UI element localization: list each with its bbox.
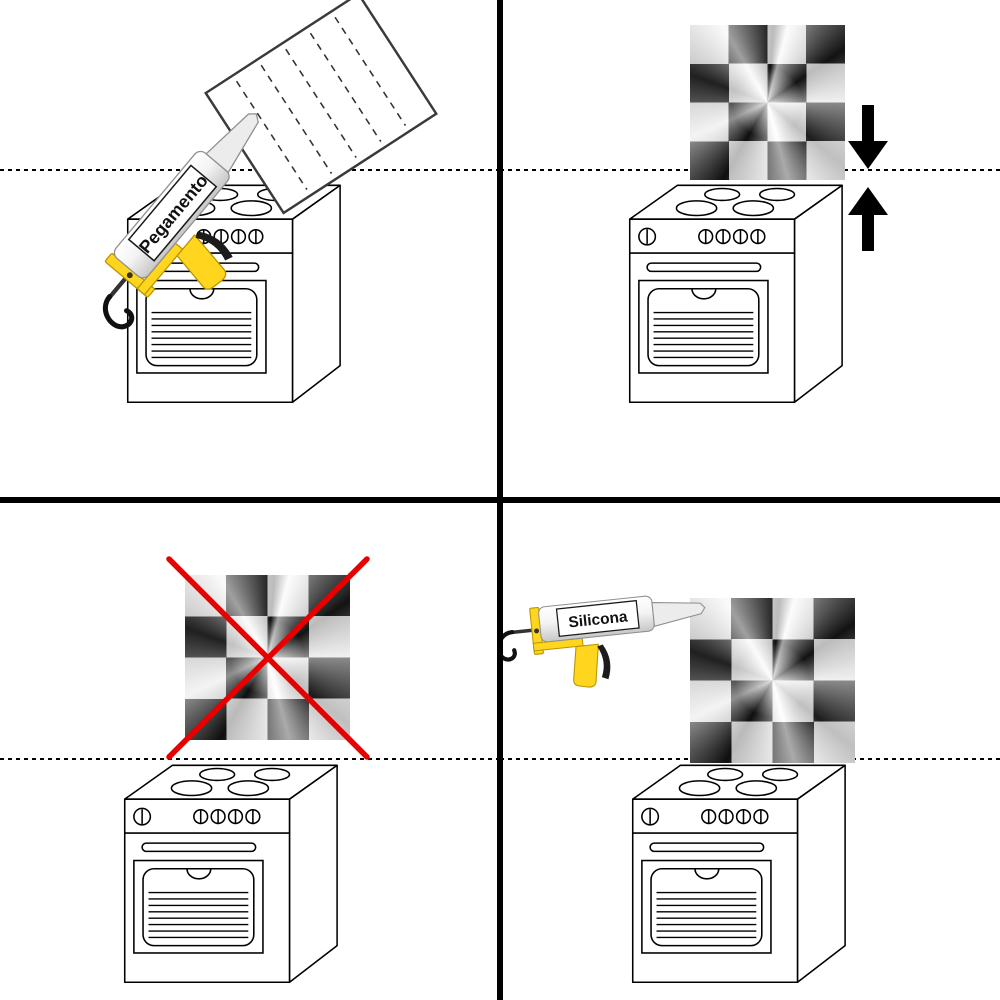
press-arrows: [848, 105, 888, 251]
step-3-prohibition: [0, 500, 500, 1000]
metal-splashback-panel: [690, 598, 855, 763]
wall-dashed-line: [0, 169, 500, 171]
stove-illustration: [625, 178, 845, 416]
arrow-up-icon: [848, 187, 888, 251]
caulk-gun-silicone: Silicona: [500, 570, 729, 699]
silicone-label-plate: [555, 599, 640, 637]
stove-illustration: [120, 758, 340, 996]
grid-divider-horizontal: [0, 497, 1000, 503]
prohibition-cross-icon: [166, 556, 370, 760]
silicone-label: Silicona: [568, 608, 629, 631]
step-2-press-panel: [500, 0, 1000, 500]
metal-splashback-panel: [690, 25, 845, 180]
stove-illustration: [628, 758, 848, 996]
wall-dashed-line: [0, 758, 500, 760]
step-1-apply-glue: Pegamento: [0, 0, 500, 500]
step-4-apply-silicone: Silicona: [500, 500, 1000, 1000]
glue-label-plate: [127, 164, 218, 262]
adhesive-bead-lines: [235, 16, 407, 191]
panel-with-adhesive-beads: [203, 0, 439, 216]
arrow-down-icon: [848, 105, 888, 169]
caulk-gun-glue: Pegamento: [56, 70, 333, 366]
